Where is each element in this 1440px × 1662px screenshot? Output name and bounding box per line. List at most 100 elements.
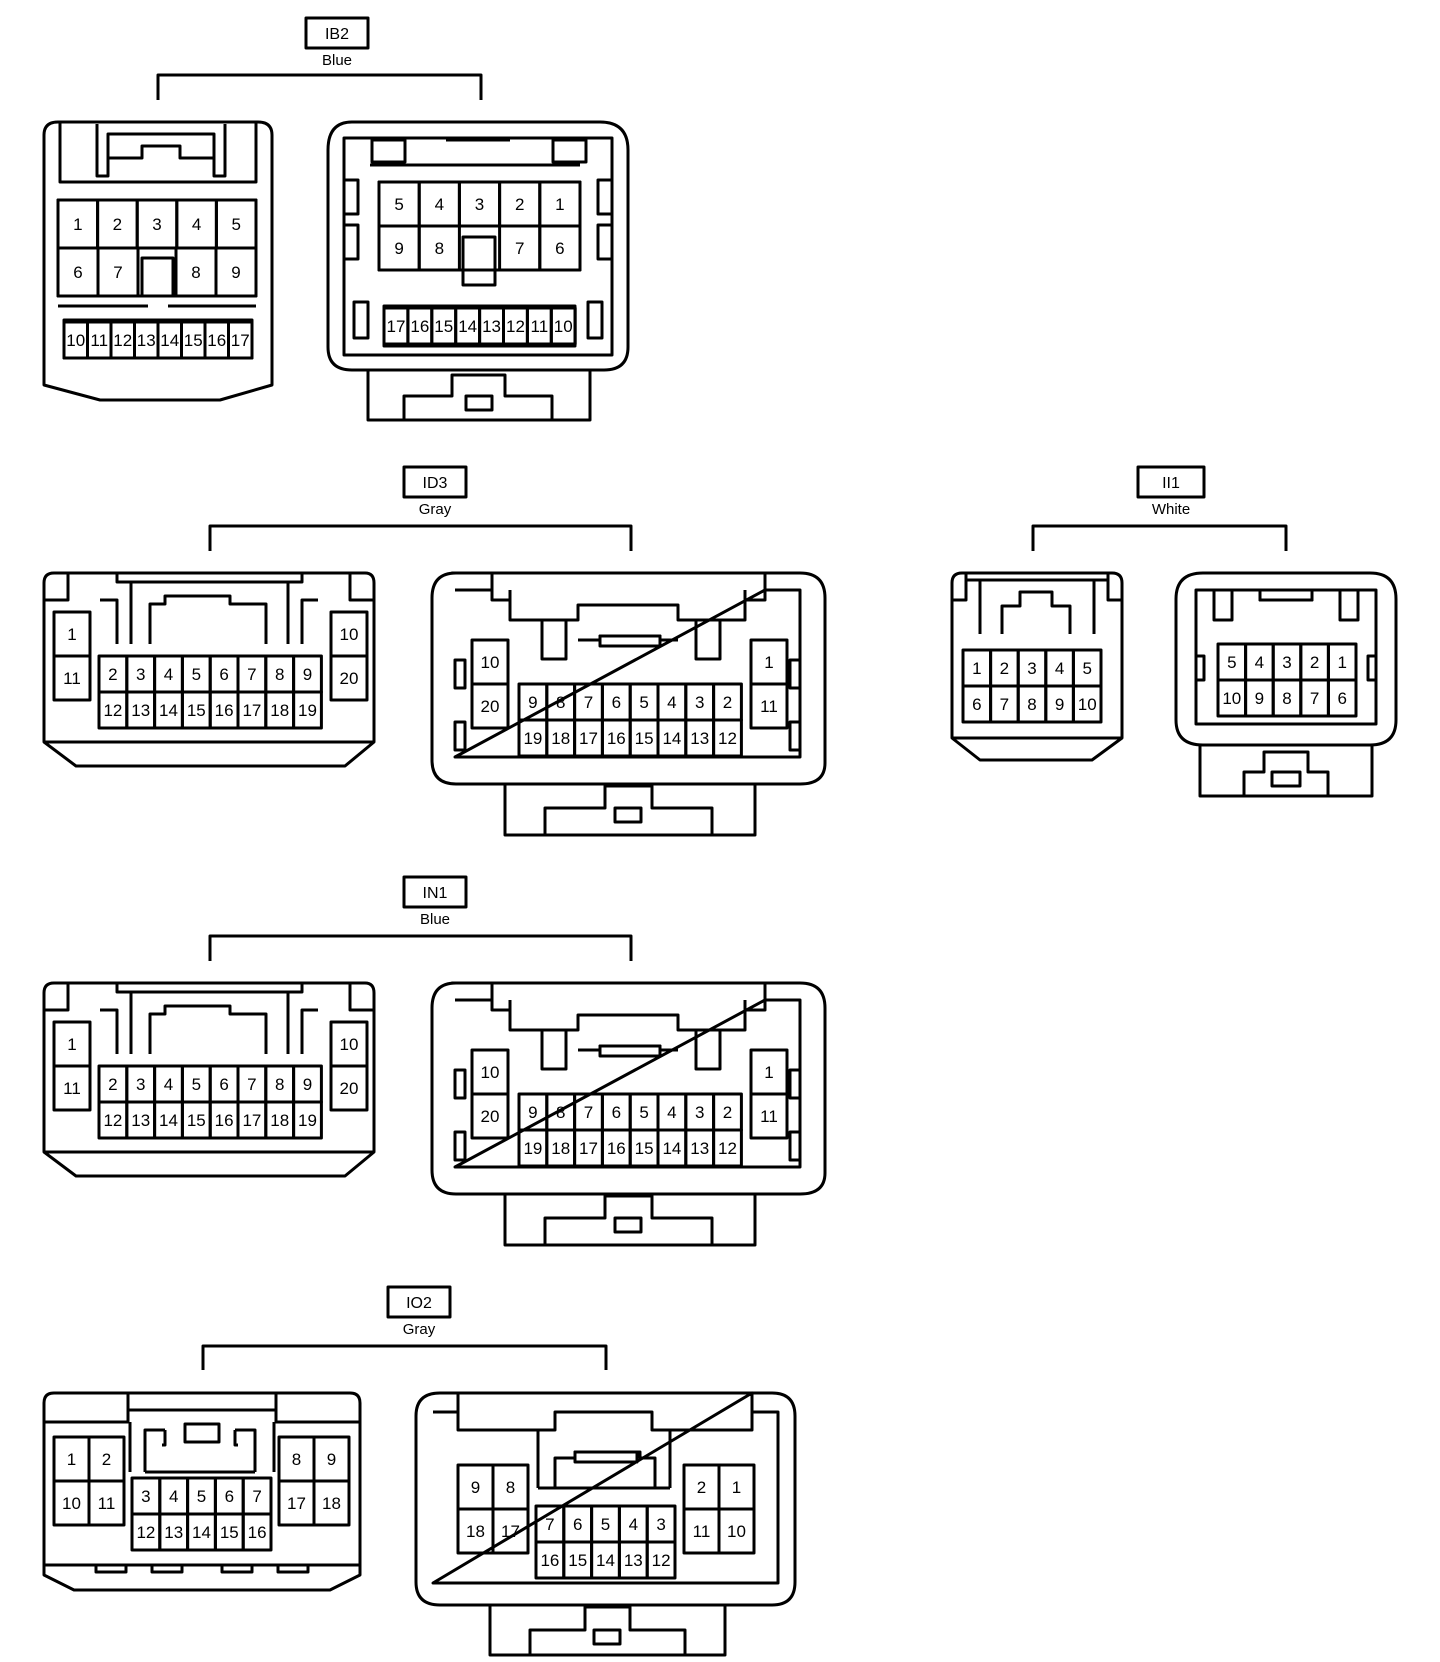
- pin-number: 2: [113, 215, 122, 234]
- connector-code: ID3: [423, 475, 448, 492]
- pin-number: 11: [98, 1494, 116, 1513]
- pin-cell: [292, 1100, 323, 1140]
- pin-number: 7: [1000, 695, 1009, 714]
- pin-number: 7: [113, 263, 122, 282]
- pin-number: 2: [108, 1075, 117, 1094]
- pin-number: 8: [275, 1075, 284, 1094]
- pin-number: 5: [231, 215, 240, 234]
- pin-number: 7: [252, 1487, 261, 1506]
- pin-number: 12: [103, 701, 122, 720]
- pin-number: 7: [247, 665, 256, 684]
- pin-cell: [87, 1479, 126, 1527]
- pin-number: 6: [219, 1075, 228, 1094]
- pin-number: 16: [410, 317, 429, 336]
- pin-number: 15: [434, 317, 453, 336]
- connector-in1-label: IN1 Blue: [208, 875, 633, 961]
- pin-number: 9: [303, 1075, 312, 1094]
- connector-color: White: [1152, 501, 1190, 518]
- pin-number: 12: [718, 1139, 737, 1158]
- pin-number: 2: [108, 665, 117, 684]
- pin-number: 4: [1255, 653, 1264, 672]
- pin-number: 5: [192, 1075, 201, 1094]
- pin-number: 1: [67, 625, 76, 644]
- pin-cell: [312, 1479, 351, 1527]
- pin-number: 11: [90, 331, 108, 350]
- pin-number: 16: [540, 1551, 559, 1570]
- pin-number: 17: [386, 317, 405, 336]
- pin-cell: [470, 682, 510, 730]
- pin-cell: [749, 1092, 789, 1140]
- pin-cell: [329, 654, 369, 702]
- pin-number: 4: [1055, 659, 1064, 678]
- pin-number: 6: [225, 1487, 234, 1506]
- pin-number: 5: [197, 1487, 206, 1506]
- pin-number: 11: [760, 1107, 778, 1126]
- pin-number: 1: [67, 1035, 76, 1054]
- pin-number: 3: [695, 693, 704, 712]
- pin-number: 1: [1337, 653, 1346, 672]
- pin-number: 13: [164, 1523, 183, 1542]
- pin-number: 18: [322, 1494, 341, 1513]
- pin-number: 9: [1255, 689, 1264, 708]
- pin-number: 15: [635, 729, 654, 748]
- connector-code: IN1: [423, 885, 448, 902]
- pin-cell: [712, 1128, 743, 1168]
- pin-number: 17: [501, 1522, 520, 1541]
- pin-number: 9: [528, 693, 537, 712]
- pin-cell: [717, 1507, 756, 1555]
- pin-number: 16: [248, 1523, 267, 1542]
- pin-number: 1: [67, 1450, 76, 1469]
- pin-number: 4: [169, 1487, 178, 1506]
- pin-number: 11: [531, 317, 549, 336]
- pin-number: 10: [340, 625, 359, 644]
- pin-number: 9: [231, 263, 240, 282]
- pin-number: 5: [1227, 653, 1236, 672]
- pin-number: 8: [435, 239, 444, 258]
- pin-number: 18: [551, 729, 570, 748]
- pin-number: 15: [187, 701, 206, 720]
- pin-number: 2: [1310, 653, 1319, 672]
- pin-number: 17: [287, 1494, 306, 1513]
- pin-number: 13: [482, 317, 501, 336]
- pin-cell: [491, 1507, 530, 1555]
- pin-number: 13: [131, 1111, 150, 1130]
- pin-number: 5: [639, 1103, 648, 1122]
- connector-code: IO2: [406, 1295, 432, 1312]
- pin-number: 6: [555, 239, 564, 258]
- pin-number: 11: [63, 1079, 81, 1098]
- pin-number: 1: [972, 659, 981, 678]
- pin-number: 15: [568, 1551, 587, 1570]
- pin-number: 10: [1222, 689, 1241, 708]
- pin-cell: [645, 1540, 677, 1580]
- connector-ii1-label: II1 White: [1031, 465, 1288, 551]
- pin-number: 3: [152, 215, 161, 234]
- pin-number: 8: [556, 1103, 565, 1122]
- pin-number: 6: [1337, 689, 1346, 708]
- pin-number: 13: [690, 729, 709, 748]
- pin-number: 3: [695, 1103, 704, 1122]
- pin-number: 5: [192, 665, 201, 684]
- pin-number: 15: [187, 1111, 206, 1130]
- pin-number: 3: [475, 195, 484, 214]
- pin-number: 3: [141, 1487, 150, 1506]
- pin-number: 2: [102, 1450, 111, 1469]
- pin-cell: [1326, 678, 1358, 718]
- pin-number: 4: [192, 215, 201, 234]
- pin-number: 4: [629, 1515, 638, 1534]
- connector-color: Blue: [420, 911, 450, 928]
- pin-number: 19: [298, 1111, 317, 1130]
- pin-number: 16: [607, 729, 626, 748]
- pin-number: 10: [554, 317, 573, 336]
- pin-number: 10: [727, 1522, 746, 1541]
- pin-number: 3: [136, 1075, 145, 1094]
- pin-number: 8: [275, 665, 284, 684]
